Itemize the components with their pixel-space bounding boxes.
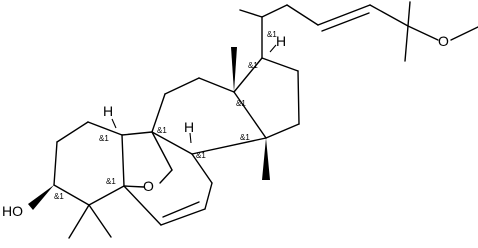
methoxy-oxygen-label: O xyxy=(438,33,449,49)
h-c8-label: H xyxy=(184,119,194,135)
c13-methyl-wedge xyxy=(231,47,237,92)
ring-d xyxy=(233,57,300,139)
stereo-c14: &1 xyxy=(240,133,250,142)
stereo-c3: &1 xyxy=(54,192,64,201)
h-c17-label: H xyxy=(276,33,286,49)
ring-b xyxy=(121,131,213,226)
stereo-c9: &1 xyxy=(157,126,167,135)
stereo-c10: &1 xyxy=(99,134,109,143)
stereo-c5: &1 xyxy=(106,177,116,186)
ring-a xyxy=(53,121,125,206)
stereo-c17: &1 xyxy=(248,61,258,70)
c3-hydroxyl-wedge xyxy=(28,185,54,210)
ring-c xyxy=(151,77,267,155)
stereo-c13: &1 xyxy=(236,99,246,108)
ring-oxygen-label: O xyxy=(143,178,154,194)
stereo-c8: &1 xyxy=(196,151,206,160)
hydroxyl-label: HO xyxy=(2,203,23,219)
h8-hash-bond xyxy=(189,132,192,144)
h9-hash-bond xyxy=(111,118,117,129)
stereo-c20: &1 xyxy=(267,30,277,39)
h-c9-label: H xyxy=(103,103,113,119)
c4-methyl-1 xyxy=(68,204,90,239)
h17-hash-bond xyxy=(269,44,277,53)
side-chain xyxy=(239,1,478,62)
c14-methyl-wedge xyxy=(262,138,270,180)
c4-methyl-2 xyxy=(88,204,112,238)
